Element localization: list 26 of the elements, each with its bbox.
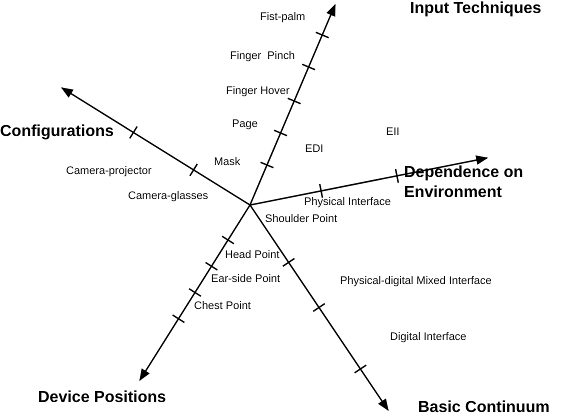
axis-arrow: [139, 204, 251, 382]
axis-title: Dependence on Environment: [404, 163, 554, 203]
axis-arrow: [60, 87, 250, 206]
tick-label: Finger Hover: [226, 85, 290, 97]
tick-label: Physical Interface: [304, 196, 391, 208]
tick-label: Mask: [214, 156, 240, 168]
axis-title: Basic Continuum: [418, 398, 550, 418]
tick-label: Camera-glasses: [128, 190, 208, 202]
axis-title: Input Techniques: [410, 0, 542, 19]
tick-label: EII: [386, 126, 400, 138]
tick-label: Fist-palm: [260, 11, 306, 23]
axis-title: Configurations: [0, 122, 114, 142]
tick-label: Ear-side Point: [211, 273, 280, 285]
tick-label: Chest Point: [194, 300, 251, 312]
axis-title: Device Positions: [38, 388, 166, 408]
tick-label: Head Point: [225, 249, 280, 261]
tick-label: Physical-digital Mixed Interface: [340, 275, 492, 287]
axis-arrow: [249, 4, 336, 206]
tick-label: Camera-projector: [66, 165, 152, 177]
tick-label: Digital Interface: [390, 331, 466, 343]
axis-arrow: [250, 155, 488, 206]
tick-label: EDI: [305, 143, 324, 155]
tick-label: Shoulder Point: [265, 213, 338, 225]
tick-label: Page: [232, 118, 258, 130]
axis-arrow: [249, 204, 389, 411]
tick-label: Finger Pinch: [230, 50, 295, 62]
